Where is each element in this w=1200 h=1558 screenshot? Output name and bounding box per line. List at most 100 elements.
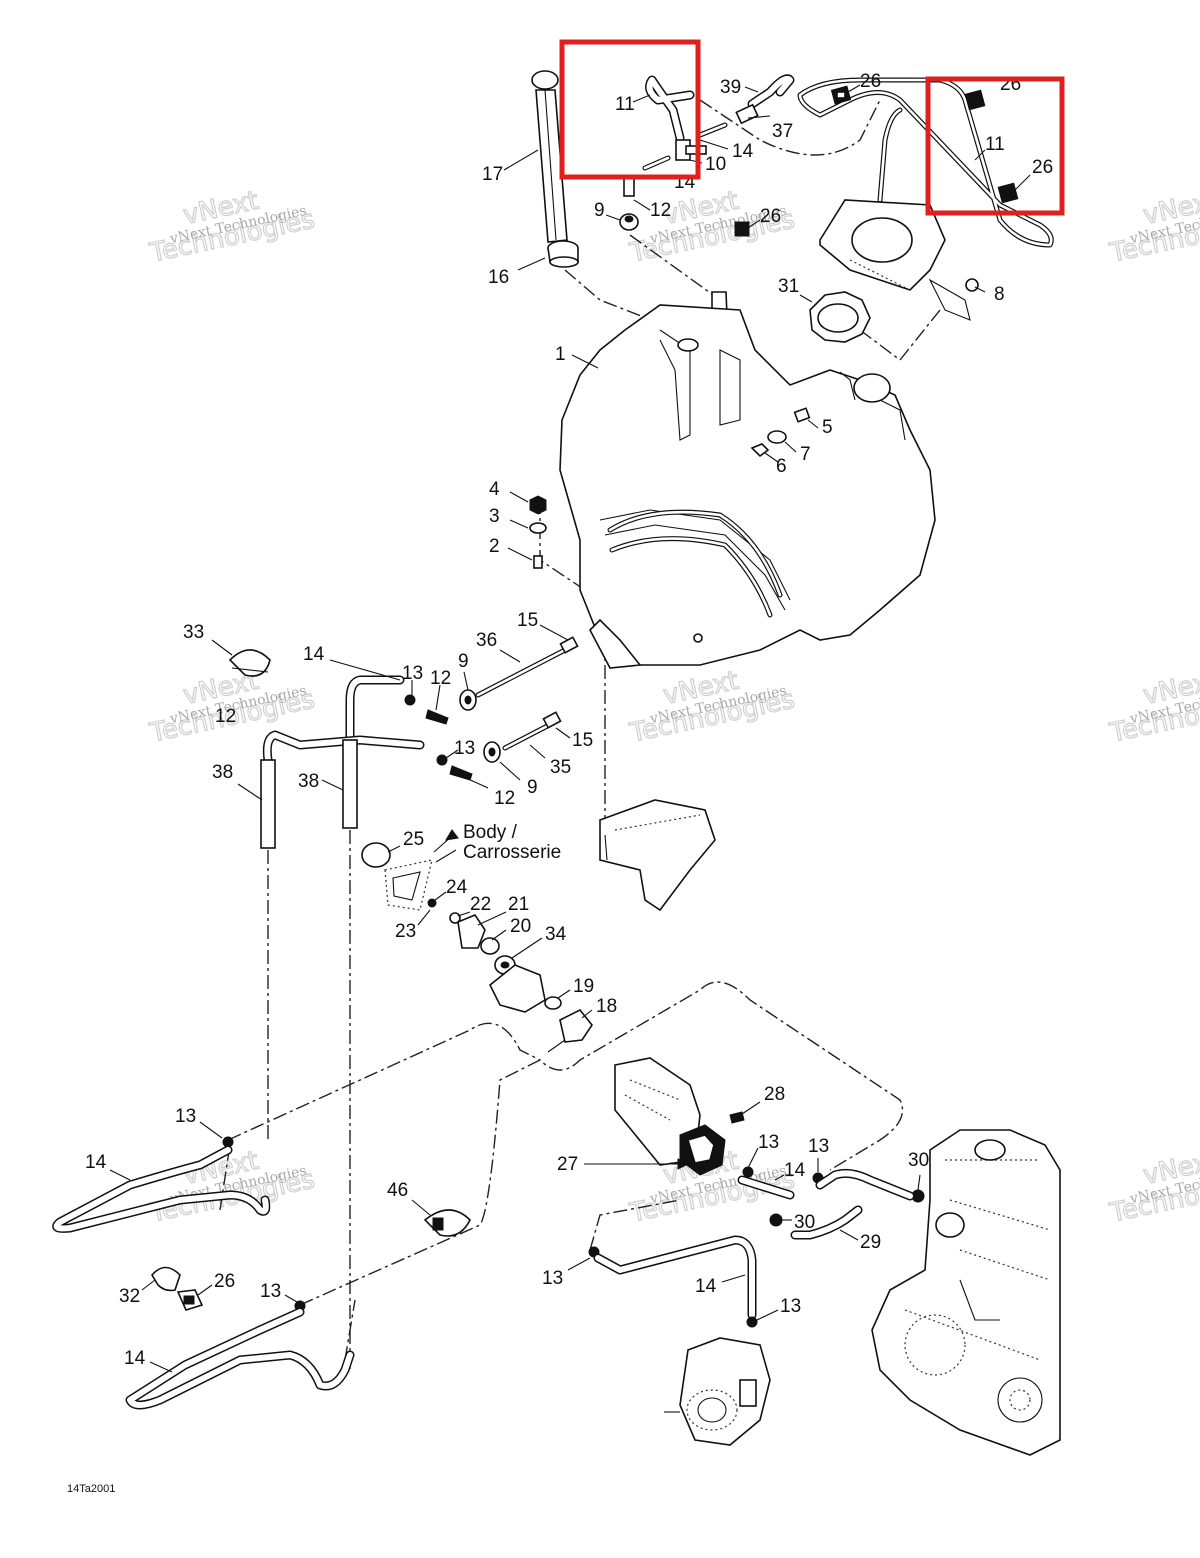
grommet-9-b xyxy=(483,741,501,763)
callout-10: 10 xyxy=(705,154,726,175)
callout-12: 12 xyxy=(494,788,515,809)
callout-15: 15 xyxy=(572,730,593,751)
clip-32 xyxy=(151,1266,181,1292)
nut-8 xyxy=(965,278,979,292)
callout-labels: 17 11 14 10 14 9 12 39 37 26 26 11 26 26… xyxy=(85,71,1053,1369)
screw-23 xyxy=(427,898,437,908)
callout-14: 14 xyxy=(732,141,754,162)
callout-13: 13 xyxy=(454,738,475,759)
clamp-13-a xyxy=(404,694,416,706)
nut-4 xyxy=(529,495,547,515)
clamp-30-b xyxy=(769,1213,783,1227)
callout-37: 37 xyxy=(772,121,793,142)
vent-hose-11-right-2-inner xyxy=(878,108,902,202)
fitting-12-a xyxy=(425,709,449,725)
rod-36-inner xyxy=(476,648,567,697)
callout-34: 34 xyxy=(545,924,567,945)
callout-12: 12 xyxy=(650,200,671,221)
callout-11: 11 xyxy=(615,94,635,115)
callout-3: 3 xyxy=(489,506,500,527)
engine xyxy=(871,1129,1061,1456)
bolt-6 xyxy=(750,443,770,458)
hose-12-mid-inner xyxy=(264,732,423,763)
callout-14: 14 xyxy=(303,644,325,665)
grommet-16 xyxy=(547,240,579,268)
callout-13: 13 xyxy=(542,1268,563,1289)
clip-26-e xyxy=(176,1289,204,1311)
hose-14-carb xyxy=(593,1235,757,1320)
fitting-12-top xyxy=(623,177,635,197)
clip-26-d xyxy=(734,221,750,237)
carburetor xyxy=(664,1337,771,1446)
arrow-body xyxy=(445,829,459,841)
fitting-12-b xyxy=(449,765,473,781)
callout-26: 26 xyxy=(214,1271,235,1292)
filler-tube xyxy=(531,70,568,243)
clamp-13-f xyxy=(742,1166,754,1178)
hose-14-pump-inner xyxy=(739,1177,793,1198)
callout-31: 31 xyxy=(778,276,799,297)
callout-13: 13 xyxy=(780,1296,801,1317)
callout-14: 14 xyxy=(695,1276,717,1297)
leader-lines xyxy=(109,84,1031,1373)
callout-38: 38 xyxy=(298,771,319,792)
callout-8: 8 xyxy=(994,284,1005,305)
washer-7 xyxy=(767,430,787,444)
valve-body-21 xyxy=(457,914,486,949)
washer-22 xyxy=(449,912,461,924)
callout-7: 7 xyxy=(800,444,811,465)
callout-28: 28 xyxy=(764,1084,785,1105)
callout-24: 24 xyxy=(446,877,468,898)
callout-13: 13 xyxy=(758,1132,779,1153)
callout-32: 32 xyxy=(119,1286,140,1307)
callout-26: 26 xyxy=(1032,157,1053,178)
callout-26: 26 xyxy=(860,71,881,92)
hose-14-short-inner xyxy=(643,156,670,170)
hose-14-mid-inner xyxy=(347,677,403,763)
clip-26-b xyxy=(964,89,986,111)
callout-4: 4 xyxy=(489,479,500,500)
callout-38: 38 xyxy=(212,762,233,783)
callout-6: 6 xyxy=(776,456,787,477)
hose-14-carb-inner xyxy=(595,1237,755,1318)
body-label-line1: Body / xyxy=(463,822,518,843)
grommet-9-a xyxy=(459,689,477,711)
watermark: vNext Technologies vNext Technologies xyxy=(146,185,318,269)
callout-19: 19 xyxy=(573,976,594,997)
callout-21: 21 xyxy=(508,894,529,915)
arrow-body-line xyxy=(433,835,453,853)
screw-28 xyxy=(729,1111,745,1124)
callout-36: 36 xyxy=(476,630,497,651)
callout-16: 16 xyxy=(488,267,509,288)
hose-14-short-2-inner xyxy=(698,123,727,137)
fuel-tank xyxy=(559,304,936,669)
spacer-5 xyxy=(793,407,811,423)
washer-3 xyxy=(529,522,547,534)
callout-14: 14 xyxy=(85,1152,107,1173)
washer-19 xyxy=(544,996,562,1010)
callout-14: 14 xyxy=(784,1160,806,1181)
sleeve-38-right xyxy=(342,739,358,829)
callout-12: 12 xyxy=(430,668,451,689)
fuel-valve-18 xyxy=(547,1008,593,1053)
clamp-13-c xyxy=(222,1136,234,1148)
callout-30: 30 xyxy=(908,1150,929,1171)
callout-33: 33 xyxy=(183,622,204,643)
callout-23: 23 xyxy=(395,921,416,942)
highlight-box-left xyxy=(559,39,701,180)
hose-29-inner xyxy=(792,1170,913,1238)
callout-27: 27 xyxy=(557,1154,578,1175)
callout-13: 13 xyxy=(175,1106,196,1127)
o-ring-20 xyxy=(480,937,500,955)
hose-39-inner xyxy=(749,75,793,107)
clamp-46 xyxy=(423,1209,471,1237)
callout-20: 20 xyxy=(510,916,531,937)
watermark: vNext Technologies vNext Technologies xyxy=(1106,1145,1200,1229)
hose-14-lower-a-inner xyxy=(53,1147,269,1232)
callout-14: 14 xyxy=(124,1348,146,1369)
fuel-cap-31 xyxy=(809,291,871,343)
clip-26-a xyxy=(830,85,852,105)
callout-9: 9 xyxy=(458,651,469,672)
callout-2: 2 xyxy=(489,536,500,557)
